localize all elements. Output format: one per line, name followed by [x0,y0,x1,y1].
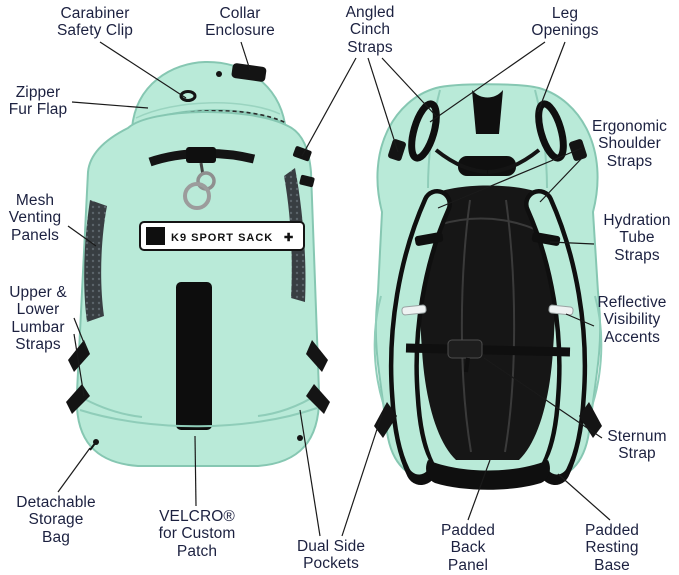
leg-opening-left [408,100,440,162]
leader-line [539,157,583,203]
leader-lines [57,41,611,537]
pocket-seam-left [373,295,387,413]
leader-line [565,313,595,327]
lumbar-strap-lower-left [66,384,90,414]
leader-line [299,409,321,537]
leader-line [367,57,399,153]
side-buckle [299,174,315,188]
callout-collar-enclosure: Collar Enclosure [205,5,275,40]
padded-back-panel-shape [420,185,556,460]
leader-line [57,447,91,493]
mesh-panel-left [84,200,107,322]
leader-line [483,357,603,439]
lumbar-strap-upper-right [306,340,328,372]
callout-dual-side-pockets: Dual Side Pockets [296,538,366,573]
padded-resting-base-shape [426,460,550,490]
side-buckle [292,146,312,162]
leader-line [341,413,383,537]
callout-leg-openings: Leg Openings [531,5,599,40]
sternum-strap-tail [464,357,470,373]
leader-line [240,41,251,71]
leader-line [194,435,197,507]
leader-line [537,41,566,113]
leader-line [99,41,187,99]
callout-ergonomic-shoulder-straps: Ergonomic Shoulder Straps [592,118,667,170]
brand-patch [139,221,305,251]
leader-line [381,57,437,117]
brand-patch-text: K9 SPORT SACK [171,232,273,244]
callout-hydration-tube-straps: Hydration Tube Straps [603,212,671,264]
panel-stitch [504,199,516,453]
leader-line [557,473,611,521]
leader-line [73,333,85,397]
callout-padded-back-panel: Padded Back Panel [440,522,496,574]
shoulder-strap-right [528,193,583,475]
side-strap-wedge [579,402,602,438]
cinch-strap-right [487,148,541,174]
carabiner-anchor-loop [179,90,197,102]
pocket-seam-right [589,295,603,413]
shoulder-strap-left [393,193,448,475]
reflective-accent-left [401,304,427,316]
zipper-pull [297,435,303,441]
callout-carabiner-safety-clip: Carabiner Safety Clip [56,5,134,40]
reflective-accent-right [548,304,574,316]
brand-logo-square [146,227,165,245]
callout-padded-resting-base: Padded Resting Base [584,522,640,574]
callout-upper-lower-lumbar-straps: Upper & Lower Lumbar Straps [9,284,67,354]
leader-line [467,459,491,521]
collar-opening-shape [472,90,503,134]
leader-line [301,57,357,157]
sternum-strap-shape [405,343,571,357]
side-strap-wedge [374,402,397,438]
storage-bag-seam [79,407,318,428]
cinch-buckle [186,147,216,163]
leader-line [437,147,583,209]
carabiner-ring-large [183,182,211,210]
leader-line [429,41,546,123]
lumbar-strap-lower-right [306,384,330,414]
callout-reflective-visibility-accents: Reflective Visibility Accents [597,294,667,346]
callout-detachable-storage-bag: Detachable Storage Bag [16,494,96,546]
callout-velcro-custom-patch: VELCRO® for Custom Patch [158,508,236,560]
zipper-pull-cord [89,441,97,451]
cinch-strap-left [434,148,488,174]
backpack-back-view [373,83,603,490]
backpack-front-view: K9 SPORT SACK ✚ [66,60,330,467]
leader-line [549,241,595,245]
zipper-pull [216,71,222,77]
callout-sternum-strap: Sternum Strap [607,428,667,463]
collar-enclosure-shape [231,63,267,82]
leader-line [71,101,149,109]
hydration-tube-strap-left [414,232,444,246]
callout-angled-cinch-straps: Angled Cinch Straps [345,4,395,56]
brand-patch-cross-icon: ✚ [284,232,293,244]
lumbar-strap-upper-left [68,340,90,372]
leader-line [73,317,87,349]
flap-seam [135,102,281,119]
leader-line [67,225,97,247]
sternum-buckle [447,339,483,359]
callout-zipper-fur-flap: Zipper Fur Flap [8,84,68,119]
panel-stitch [460,199,472,453]
velcro-strip [176,282,212,430]
callout-mesh-venting-panels: Mesh Venting Panels [8,192,62,244]
